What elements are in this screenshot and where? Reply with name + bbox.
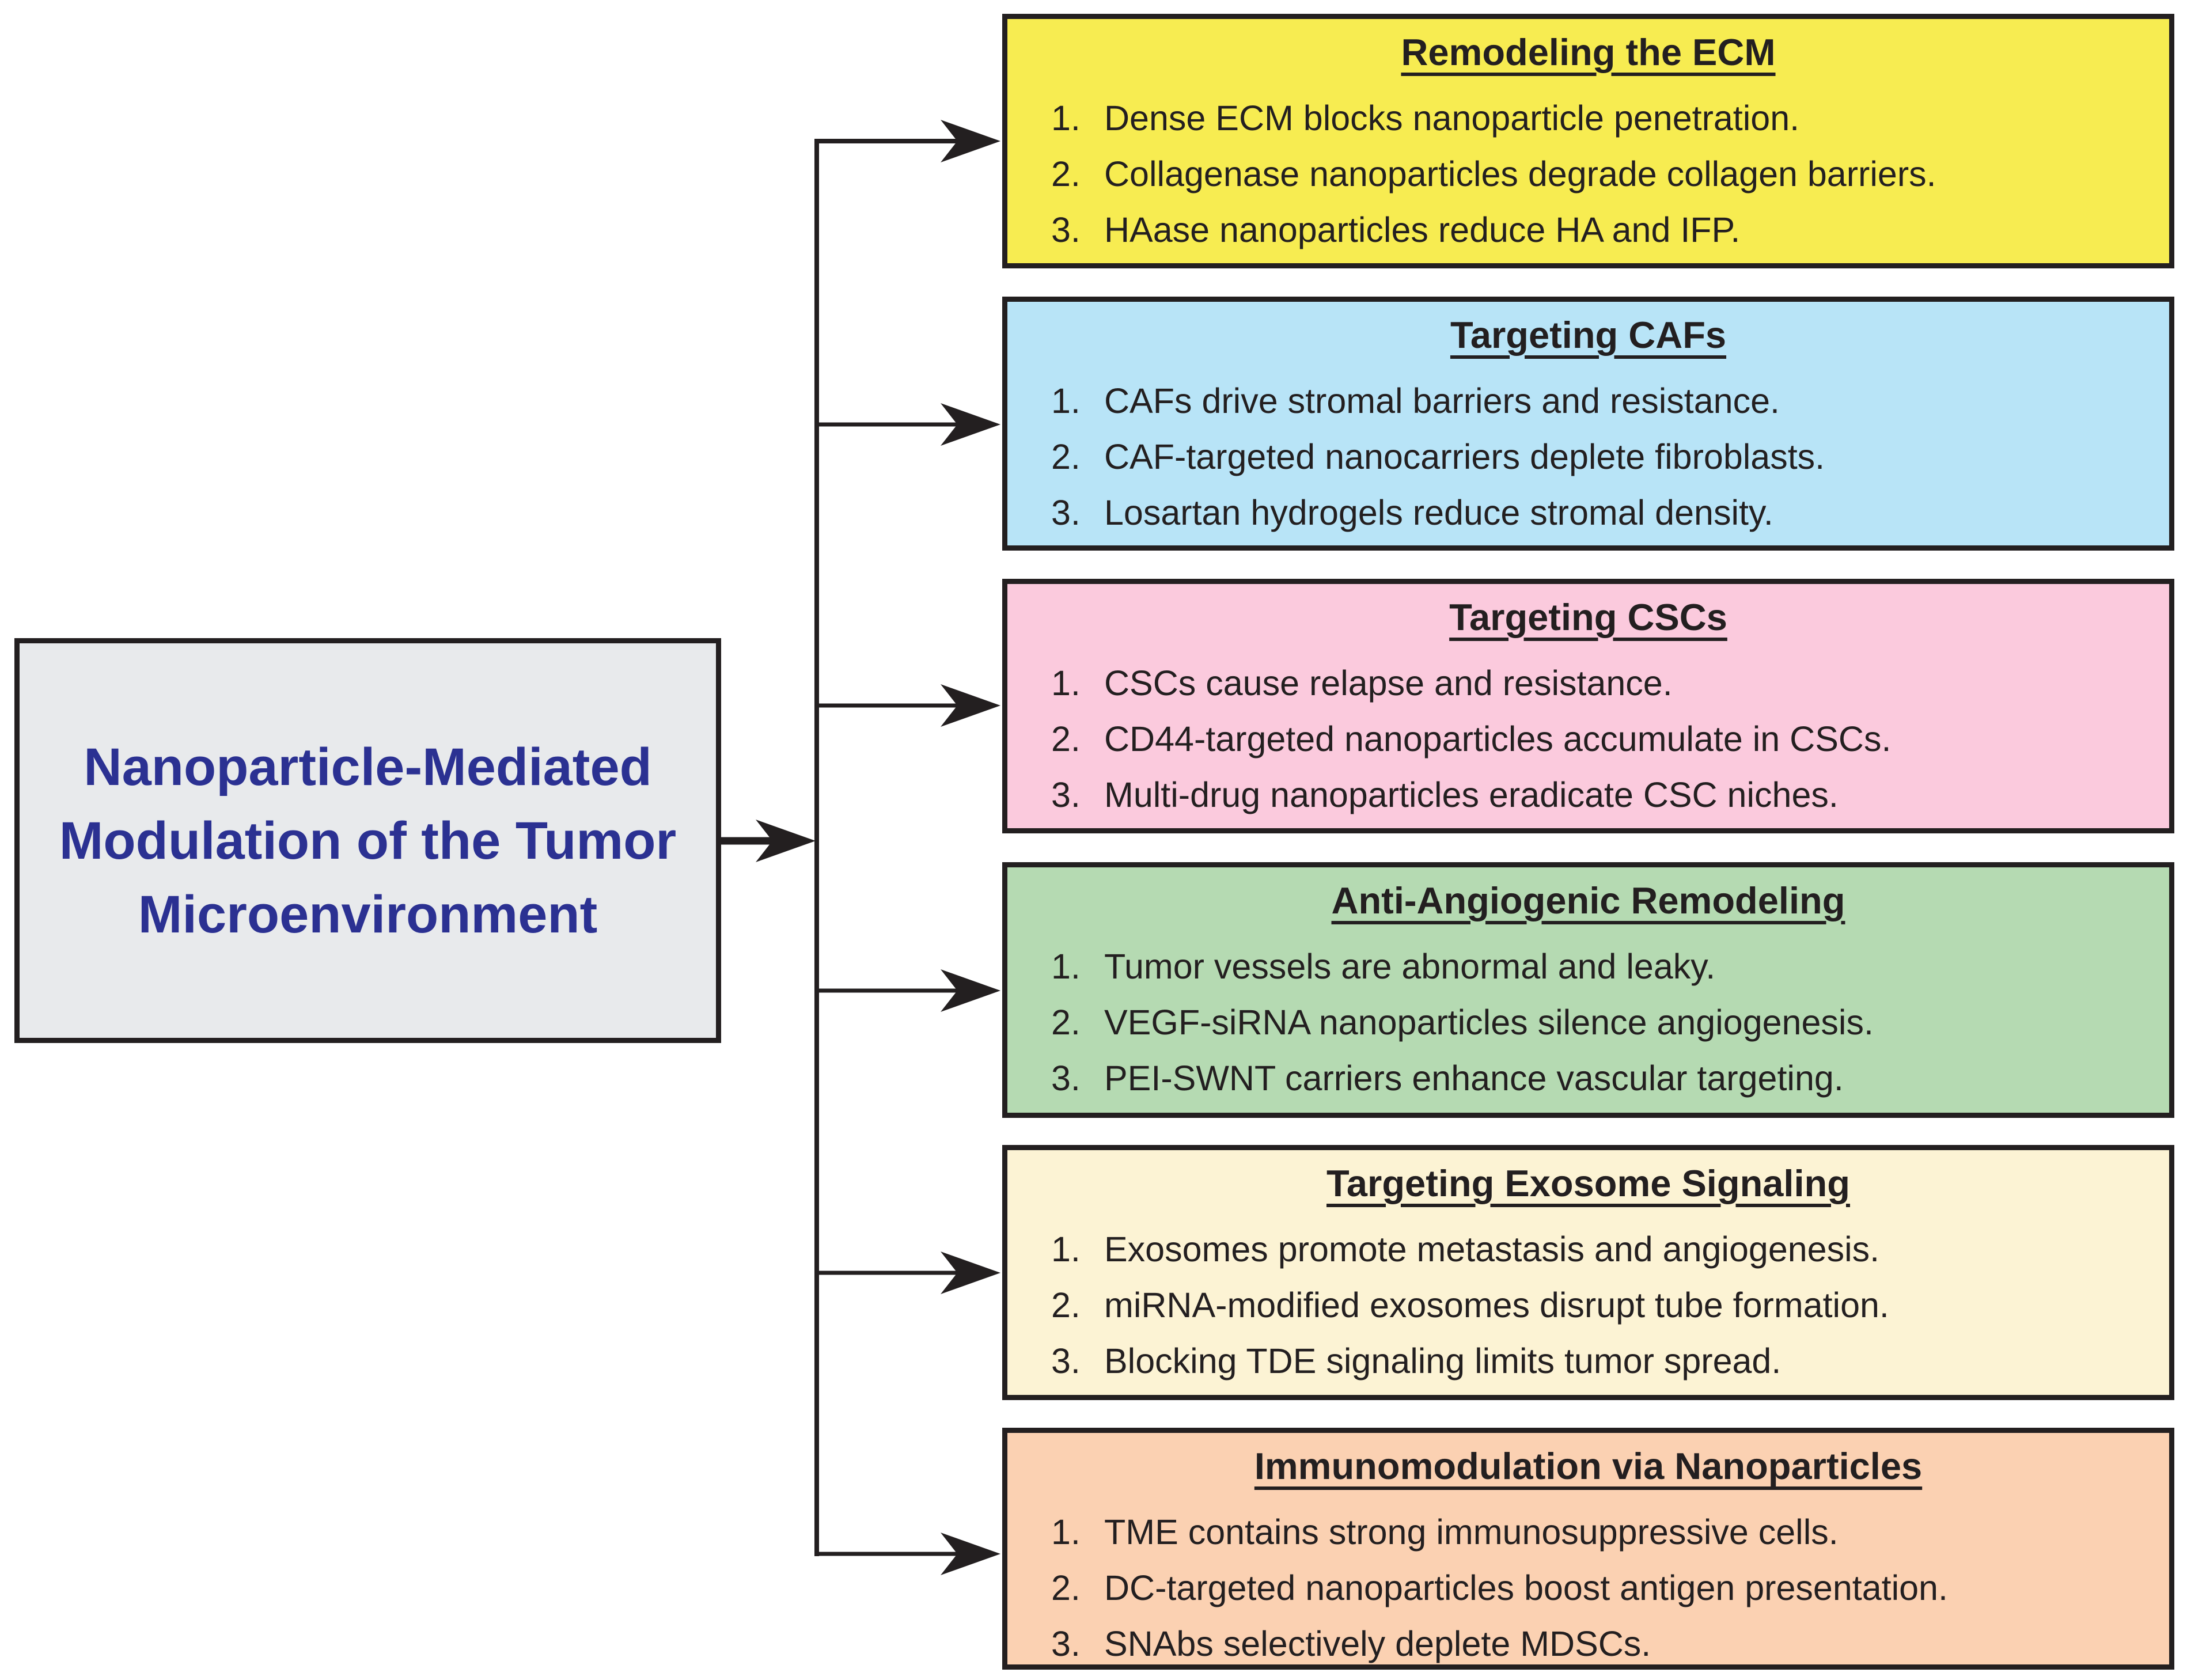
list-item-number: 1. (1051, 98, 1081, 138)
root-title-line-3: Microenvironment (138, 885, 598, 944)
list-item-text: CAFs drive stromal barriers and resistan… (1104, 381, 1780, 420)
list-item-number: 1. (1051, 1230, 1081, 1269)
list-item-number: 2. (1051, 1285, 1081, 1325)
list-item: 2. Collagenase nanoparticles degrade col… (1021, 146, 2155, 202)
branch-arrowhead-4-icon (941, 969, 1000, 1012)
category-box-remodeling-ecm: Remodeling the ECM 1. Dense ECM blocks n… (1002, 14, 2174, 268)
list-item: 3. Multi-drug nanoparticles eradicate CS… (1021, 767, 2155, 823)
branch-arrowhead-1-icon (941, 120, 1000, 162)
category-box-items: 1. Dense ECM blocks nanoparticle penetra… (1021, 90, 2155, 258)
branch-arrowhead-3-icon (941, 684, 1000, 727)
category-box-title: Remodeling the ECM (1401, 31, 1776, 73)
list-item-text: Collagenase nanoparticles degrade collag… (1104, 154, 1936, 194)
list-item-number: 3. (1051, 493, 1081, 532)
branch-arrowhead-6-icon (941, 1533, 1000, 1575)
list-item-text: miRNA-modified exosomes disrupt tube for… (1104, 1285, 1889, 1325)
list-item-number: 3. (1051, 1341, 1081, 1381)
branch-arrowhead-5-icon (941, 1252, 1000, 1294)
category-box-title: Targeting Exosome Signaling (1326, 1162, 1850, 1204)
list-item-text: Tumor vessels are abnormal and leaky. (1104, 947, 1716, 986)
list-item: 1. CSCs cause relapse and resistance. (1021, 655, 2155, 711)
list-item-number: 3. (1051, 210, 1081, 249)
branch-arrowhead-2-icon (941, 403, 1000, 446)
category-box-title: Targeting CAFs (1450, 314, 1727, 356)
list-item-number: 2. (1051, 437, 1081, 476)
list-item-text: Blocking TDE signaling limits tumor spre… (1104, 1341, 1782, 1381)
list-item: 2. DC-targeted nanoparticles boost antig… (1021, 1560, 2155, 1616)
list-item-text: Exosomes promote metastasis and angiogen… (1104, 1230, 1880, 1269)
list-item: 1. CAFs drive stromal barriers and resis… (1021, 373, 2155, 429)
category-box-items: 1. Tumor vessels are abnormal and leaky.… (1021, 939, 2155, 1106)
list-item-text: HAase nanoparticles reduce HA and IFP. (1104, 210, 1741, 249)
list-item-number: 1. (1051, 381, 1081, 420)
list-item-text: Losartan hydrogels reduce stromal densit… (1104, 493, 1773, 532)
list-item-text: TME contains strong immunosuppressive ce… (1104, 1512, 1839, 1552)
list-item: 1. Exosomes promote metastasis and angio… (1021, 1222, 2155, 1277)
list-item: 1. Dense ECM blocks nanoparticle penetra… (1021, 90, 2155, 146)
category-box-title: Anti-Angiogenic Remodeling (1331, 879, 1845, 921)
list-item-number: 3. (1051, 1059, 1081, 1098)
root-title-line-1: Nanoparticle-Mediated (84, 737, 652, 797)
list-item-number: 3. (1051, 775, 1081, 814)
list-item-text: VEGF-siRNA nanoparticles silence angioge… (1104, 1003, 1874, 1042)
list-item: 1. TME contains strong immunosuppressive… (1021, 1504, 2155, 1560)
list-item-number: 2. (1051, 1003, 1081, 1042)
list-item: 2. miRNA-modified exosomes disrupt tube … (1021, 1277, 2155, 1333)
category-box-items: 1. CAFs drive stromal barriers and resis… (1021, 373, 2155, 541)
list-item: 2. CD44-targeted nanoparticles accumulat… (1021, 711, 2155, 767)
category-box-title: Targeting CSCs (1449, 596, 1727, 638)
list-item-number: 2. (1051, 719, 1081, 759)
list-item: 3. HAase nanoparticles reduce HA and IFP… (1021, 202, 2155, 258)
category-box-anti-angiogenic: Anti-Angiogenic Remodeling 1. Tumor vess… (1002, 862, 2174, 1118)
category-box-immunomodulation: Immunomodulation via Nanoparticles 1. TM… (1002, 1428, 2174, 1670)
list-item-number: 3. (1051, 1624, 1081, 1663)
list-item-number: 1. (1051, 947, 1081, 986)
list-item-text: CAF-targeted nanocarriers deplete fibrob… (1104, 437, 1825, 476)
list-item-text: CD44-targeted nanoparticles accumulate i… (1104, 719, 1892, 759)
list-item-text: CSCs cause relapse and resistance. (1104, 663, 1673, 703)
category-box-targeting-cafs: Targeting CAFs 1. CAFs drive stromal bar… (1002, 297, 2174, 551)
list-item-number: 2. (1051, 154, 1081, 194)
list-item-text: DC-targeted nanoparticles boost antigen … (1104, 1568, 1948, 1607)
list-item: 2. VEGF-siRNA nanoparticles silence angi… (1021, 995, 2155, 1051)
root-arrowhead-icon (756, 820, 816, 862)
category-box-items: 1. CSCs cause relapse and resistance. 2.… (1021, 655, 2155, 823)
list-item: 2. CAF-targeted nanocarriers deplete fib… (1021, 429, 2155, 485)
list-item-text: PEI-SWNT carriers enhance vascular targe… (1104, 1059, 1844, 1098)
root-title-line-2: Modulation of the Tumor (59, 811, 677, 870)
root-node: Nanoparticle-Mediated Modulation of the … (14, 638, 721, 1043)
category-box-title: Immunomodulation via Nanoparticles (1254, 1445, 1923, 1487)
category-box-exosome-signaling: Targeting Exosome Signaling 1. Exosomes … (1002, 1145, 2174, 1400)
list-item-text: SNAbs selectively deplete MDSCs. (1104, 1624, 1651, 1663)
list-item: 1. Tumor vessels are abnormal and leaky. (1021, 939, 2155, 995)
list-item-number: 2. (1051, 1568, 1081, 1607)
list-item-number: 1. (1051, 1512, 1081, 1552)
category-box-items: 1. Exosomes promote metastasis and angio… (1021, 1222, 2155, 1389)
category-box-targeting-cscs: Targeting CSCs 1. CSCs cause relapse and… (1002, 579, 2174, 833)
list-item-text: Dense ECM blocks nanoparticle penetratio… (1104, 98, 1800, 138)
list-item: 3. PEI-SWNT carriers enhance vascular ta… (1021, 1051, 2155, 1106)
list-item: 3. Losartan hydrogels reduce stromal den… (1021, 485, 2155, 541)
list-item: 3. Blocking TDE signaling limits tumor s… (1021, 1333, 2155, 1389)
list-item-number: 1. (1051, 663, 1081, 703)
category-box-items: 1. TME contains strong immunosuppressive… (1021, 1504, 2155, 1672)
list-item-text: Multi-drug nanoparticles eradicate CSC n… (1104, 775, 1839, 814)
list-item: 3. SNAbs selectively deplete MDSCs. (1021, 1616, 2155, 1672)
